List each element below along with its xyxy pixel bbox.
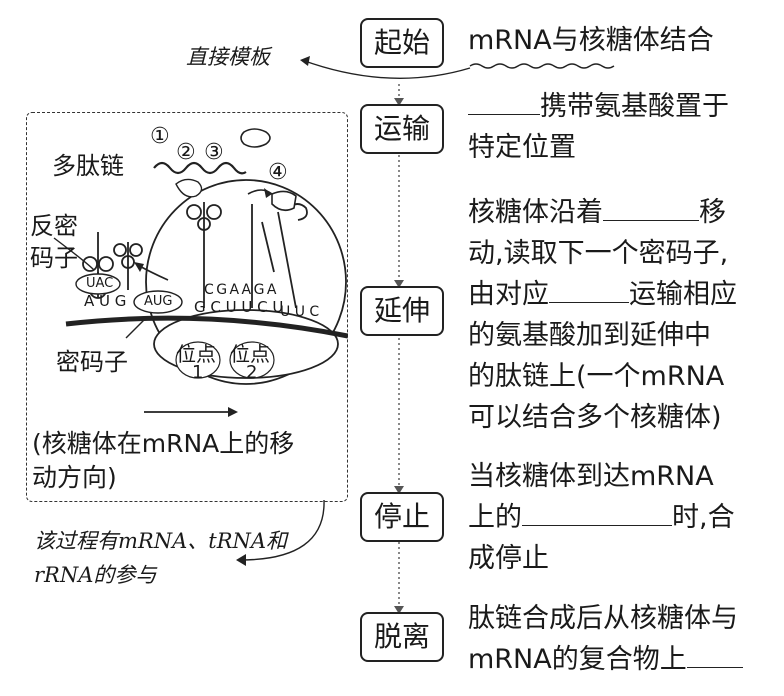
process-note-line1: 该过程有mRNA、tRNA和 (34, 526, 287, 556)
blank-release[interactable] (687, 639, 743, 668)
stage-elongation: 延伸 (360, 286, 444, 336)
blank-stop-codon[interactable] (522, 497, 672, 526)
transport-desc: 携带氨基酸置于 特定位置 (468, 86, 729, 168)
elongation-desc: 核糖体沿着移 动,读取下一个密码子, 由对应运输相应 的氨基酸加到延伸中 的肽链… (468, 192, 737, 438)
stage-transport: 运输 (360, 104, 444, 154)
stop-desc: 当核糖体到达mRNA 上的时,合 成停止 (468, 456, 735, 579)
blank-transport[interactable] (468, 86, 540, 115)
stage-start: 起始 (360, 18, 444, 68)
process-note-line2: rRNA的参与 (34, 560, 156, 590)
start-desc: mRNA与核糖体结合 (468, 20, 714, 61)
stage-stop: 停止 (360, 492, 444, 542)
blank-carrier[interactable] (549, 274, 629, 303)
blank-move[interactable] (603, 192, 699, 221)
stage-release: 脱离 (360, 612, 444, 662)
release-desc: 肽链合成后从核糖体与 mRNA的复合物上 (468, 598, 743, 680)
